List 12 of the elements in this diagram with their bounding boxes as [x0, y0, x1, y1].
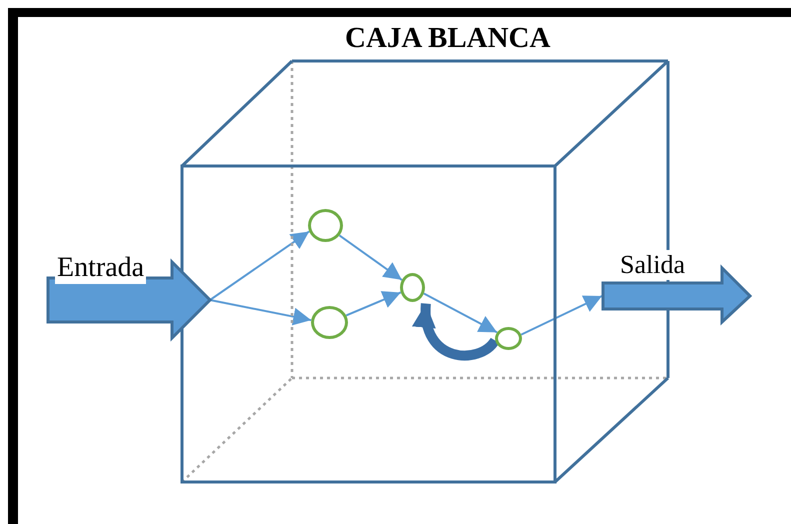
arrow: [423, 292, 498, 334]
state-circle: [308, 209, 343, 242]
curved-arrow: [414, 304, 499, 360]
arrow: [209, 230, 310, 301]
state-circle: [400, 273, 425, 302]
heading: CAJA BLANCA: [345, 22, 550, 55]
state-circle: [311, 306, 348, 339]
arrow: [520, 295, 602, 336]
arrow: [338, 234, 402, 281]
arrow: [346, 291, 402, 316]
arrow: [210, 299, 312, 326]
state-circle: [495, 327, 522, 350]
